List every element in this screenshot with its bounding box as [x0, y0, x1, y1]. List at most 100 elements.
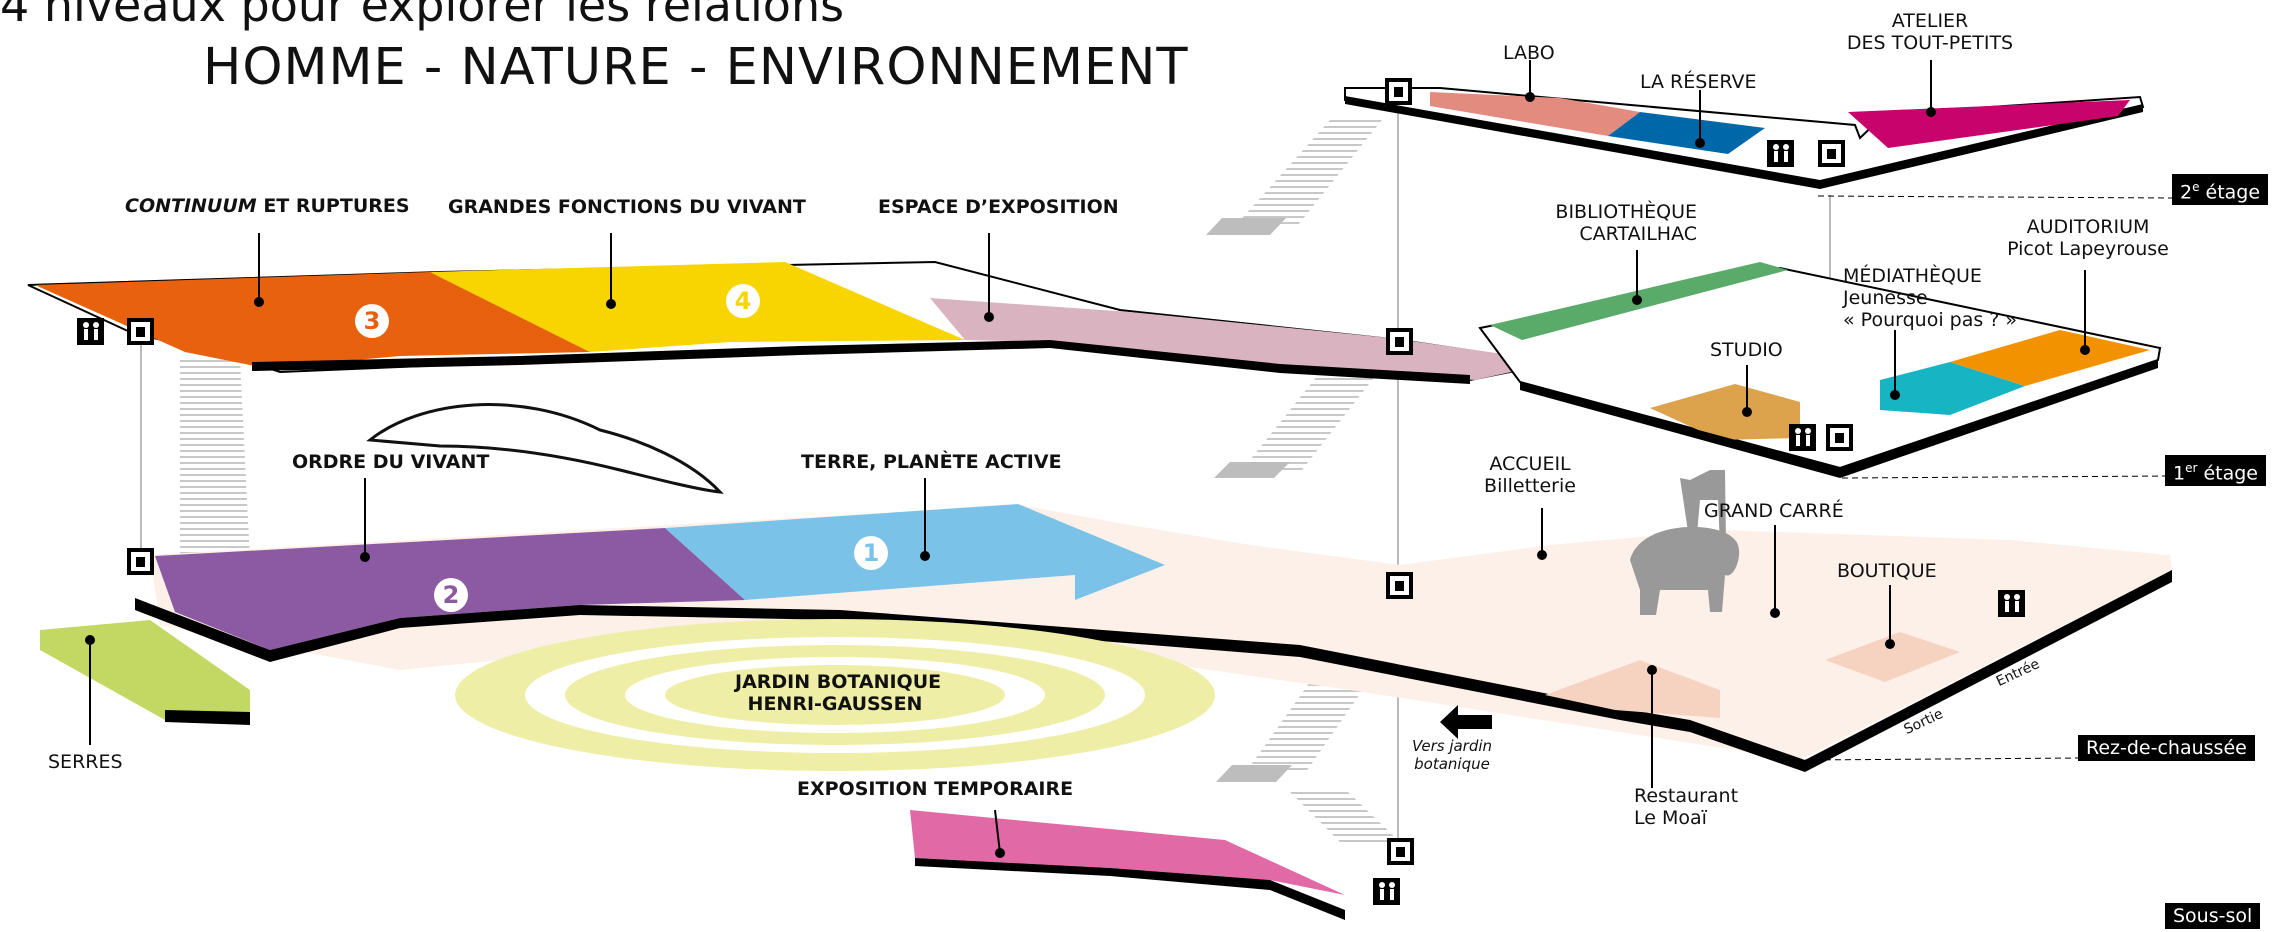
- toilet-icon: [77, 318, 104, 345]
- jardin-ring-3: [665, 665, 1005, 725]
- label-jardin-1: JARDIN BOTANIQUE: [735, 671, 942, 693]
- elevator-icon: [127, 548, 154, 575]
- stairs-landing-lower: [1216, 765, 1292, 782]
- elephant-silhouette: [1630, 526, 1740, 615]
- label-ordre-du-vivant: ORDRE DU VIVANT: [292, 451, 490, 473]
- floor2-base: [1345, 96, 1820, 189]
- dot-reserve: [1695, 138, 1705, 148]
- restaurant-area: [1545, 660, 1720, 718]
- dot-auditorium: [2080, 345, 2090, 355]
- leaders: [89, 60, 2086, 854]
- number-badge-1: 1: [854, 536, 888, 570]
- label-serres: SERRES: [48, 751, 123, 773]
- label-atelier-1: ATELIER: [1891, 10, 1969, 32]
- level-tag-2-text: étage: [2199, 181, 2261, 204]
- boutique-area: [1825, 632, 1960, 682]
- dot-biblio: [1632, 295, 1642, 305]
- label-expo-temp: EXPOSITION TEMPORAIRE: [797, 778, 1074, 800]
- dot-studio: [1742, 407, 1752, 417]
- label-grandes-fonctions: GRANDES FONCTIONS DU VIVANT: [448, 196, 806, 218]
- dot-espace: [984, 312, 994, 322]
- note-vers-jardin-1: Vers jardin: [1411, 737, 1493, 755]
- level-tag-2-num: 2: [2180, 181, 2193, 204]
- label-mediatheque-1: MÉDIATHÈQUE: [1843, 265, 1982, 287]
- auditorium-area: [1950, 330, 2150, 386]
- terre-area: [665, 504, 1165, 600]
- stairs-left: [180, 360, 250, 560]
- number-badge-3: 3: [355, 304, 389, 338]
- level-tag-sous-sol: Sous-sol: [2165, 903, 2261, 929]
- level-tag-rdc: Rez-de-chaussée: [2078, 735, 2255, 761]
- leader-expo: [994, 809, 1001, 854]
- toilet-icon: [1998, 590, 2025, 617]
- whale-skeleton: [366, 403, 724, 494]
- level-tag-1-text: étage: [2197, 462, 2258, 485]
- label-mediatheque-3: « Pourquoi pas ? »: [1843, 309, 2018, 331]
- dot-fonctions: [606, 299, 616, 309]
- levelrdc-line: [1804, 757, 2081, 761]
- level-tag-1-num: 1: [2173, 462, 2186, 485]
- dot-restaurant: [1647, 665, 1657, 675]
- label-boutique: BOUTIQUE: [1837, 560, 1937, 582]
- elevator-icon: [1387, 838, 1414, 865]
- label-biblio-2: CARTAILHAC: [1579, 223, 1697, 245]
- toilet-icon: [1767, 140, 1794, 167]
- floor1-right-base: [1520, 360, 2158, 478]
- dot-ordre: [360, 552, 370, 562]
- elevator-icon: [127, 318, 154, 345]
- level-tag-2-sup: e: [2192, 180, 2200, 194]
- label-mediatheque-2: Jeunesse: [1843, 287, 1928, 309]
- elevator-icon: [1826, 424, 1853, 451]
- lift-icons: [77, 78, 2025, 905]
- label-studio: STUDIO: [1710, 339, 1783, 361]
- giraffe-silhouette: [1680, 470, 1726, 545]
- stairs-bottom: [1290, 792, 1400, 842]
- level-tag-2: 2e étage: [2172, 174, 2269, 206]
- labo-area: [1430, 92, 1640, 136]
- title-line1: 4 niveaux pour explorer les relations: [0, 0, 845, 32]
- dot-serres: [85, 635, 95, 645]
- ground-floor-base: [135, 570, 2172, 772]
- elevator-icon: [1818, 140, 1845, 167]
- dot-accueil: [1537, 550, 1547, 560]
- mediatheque-area: [1880, 362, 2025, 415]
- leader-dots: [85, 92, 2090, 858]
- reserve-area: [1608, 112, 1765, 154]
- label-grand-carre: GRAND CARRÉ: [1704, 500, 1844, 522]
- dot-expo: [995, 848, 1005, 858]
- stairs-landing-middle: [1214, 462, 1290, 478]
- label-accueil-1: ACCUEIL: [1489, 453, 1571, 475]
- floor2-base-right: [1820, 104, 2143, 189]
- expo-temp-area: [910, 810, 1345, 895]
- label-restaurant-2: Le Moaï: [1634, 807, 1707, 829]
- label-espace-exposition: ESPACE D’EXPOSITION: [878, 196, 1119, 218]
- dot-terre: [920, 551, 930, 561]
- continuum-area: [35, 272, 590, 368]
- label-terre: TERRE, PLANÈTE ACTIVE: [801, 451, 1062, 473]
- dot-boutique: [1885, 639, 1895, 649]
- serres-base: [165, 710, 250, 725]
- stairs-upper: [1236, 120, 1382, 225]
- stairs-landing-upper: [1206, 218, 1286, 235]
- title-line2: HOMME - NATURE - ENVIRONNEMENT: [203, 38, 1189, 97]
- label-continuum-rest: ET RUPTURES: [256, 195, 410, 217]
- floor1-left-base: [252, 340, 1470, 384]
- label-accueil-2: Billetterie: [1484, 475, 1576, 497]
- atelier-area: [1848, 100, 2130, 148]
- level1-line: [1841, 475, 2173, 479]
- fonctions-area: [430, 262, 965, 352]
- label-biblio-1: BIBLIOTHÈQUE: [1555, 201, 1697, 223]
- dot-atelier: [1926, 107, 1936, 117]
- number-badge-2: 2: [434, 578, 468, 612]
- number-badge-4: 4: [726, 284, 760, 318]
- stairs-middle: [1242, 375, 1376, 470]
- studio-area: [1650, 384, 1800, 440]
